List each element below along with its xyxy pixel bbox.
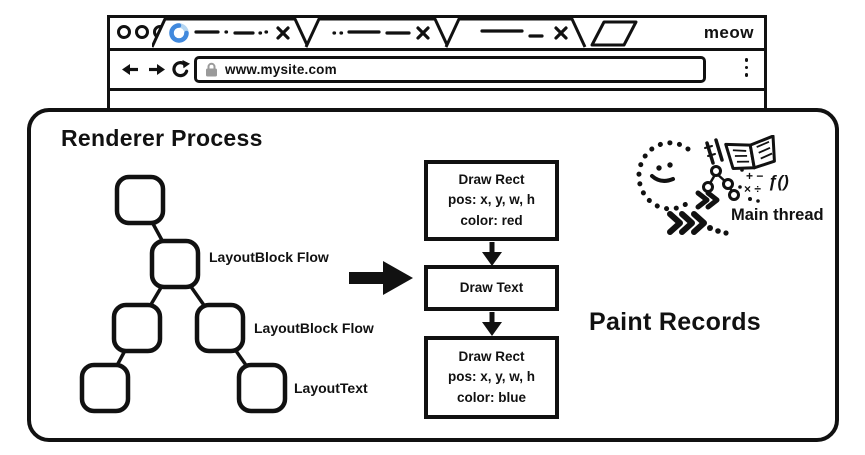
kebab-dot-icon [744, 58, 748, 62]
paint-record-line: color: red [460, 212, 523, 228]
tab-1[interactable] [152, 17, 310, 48]
smiley-face-icon [650, 162, 675, 183]
chevron-double-icon [695, 190, 720, 210]
tree-nodes [79, 174, 288, 414]
math-symbols-icon: × ÷ [744, 182, 761, 196]
math-symbols-icon: + − [746, 169, 763, 183]
tree-label-layouttext: LayoutText [294, 380, 368, 396]
tree-node [111, 302, 163, 354]
tab-title-scribble [332, 30, 411, 35]
tab-title-scribble [480, 29, 544, 38]
browser-window: meow [107, 15, 767, 117]
back-button[interactable] [122, 63, 139, 76]
browser-toolbar: www.mysite.com [110, 51, 764, 91]
paint-record-line: Draw Rect [458, 349, 525, 365]
scatter-dots [738, 168, 760, 203]
tree-edges [103, 199, 264, 390]
paint-record-line: Draw Rect [458, 172, 525, 188]
forward-button[interactable] [148, 63, 165, 76]
tab-close-icon[interactable] [276, 26, 290, 40]
kebab-menu-button[interactable] [744, 58, 748, 77]
main-thread-label: Main thread [731, 206, 824, 224]
tab-title-scribble [194, 30, 269, 35]
brand-text: meow [703, 23, 754, 42]
paint-records-title: Paint Records [589, 308, 762, 336]
paint-record-box-3: Draw Rect pos: x, y, w, h color: blue [424, 336, 559, 419]
book-icon [724, 135, 776, 170]
tab-3[interactable] [444, 17, 587, 48]
back-arrow-icon [122, 64, 138, 75]
kebab-dot-icon [744, 65, 748, 69]
renderer-process-box: Renderer Process LayoutBlock Flow Layout… [27, 108, 839, 442]
tab-close-icon[interactable] [416, 26, 430, 40]
url-text: www.mysite.com [225, 62, 337, 77]
tree-node [79, 362, 131, 414]
tree-label-layoutblock-1: LayoutBlock Flow [209, 249, 329, 265]
trail-dots [707, 225, 729, 236]
tabs [152, 17, 638, 48]
forward-arrow-icon [149, 64, 165, 75]
mini-tree-icon [702, 165, 740, 201]
window-button-icon[interactable] [117, 25, 131, 39]
kebab-dot-icon [744, 73, 748, 77]
tree-node [194, 302, 246, 354]
layout-tree [79, 174, 288, 414]
loading-spinner-icon [169, 23, 189, 43]
tree-label-layoutblock-2: LayoutBlock Flow [254, 320, 374, 336]
tab-close-icon[interactable] [554, 26, 568, 40]
main-thread-doodle: + − × ÷ ƒ() [636, 135, 789, 236]
paint-record-line: pos: x, y, w, h [447, 192, 535, 208]
down-arrow-icon [482, 312, 502, 336]
url-bar[interactable]: www.mysite.com [194, 56, 706, 83]
renderer-process-title: Renderer Process [61, 125, 263, 151]
paint-record-line: color: blue [456, 389, 526, 405]
dotted-circle-icon [636, 140, 695, 212]
down-arrow-icon [482, 242, 502, 266]
function-symbol-icon: ƒ() [768, 172, 789, 191]
new-tab-button[interactable] [590, 20, 638, 47]
reload-icon [172, 60, 190, 78]
tree-node [149, 238, 201, 290]
paint-record-line: pos: x, y, w, h [447, 369, 535, 385]
pencil-icon [704, 138, 724, 165]
flow-arrow-icon [349, 261, 413, 295]
paint-record-box-2: Draw Text [424, 265, 559, 311]
chevron-triple-icon [667, 211, 707, 235]
tab-strip: meow [110, 17, 764, 51]
tree-node [114, 174, 166, 226]
tree-node [236, 362, 288, 414]
window-button-icon[interactable] [135, 25, 149, 39]
paint-record-line: Draw Text [459, 279, 524, 295]
lock-icon [206, 62, 217, 77]
reload-button[interactable] [172, 60, 191, 79]
paint-record-box-1: Draw Rect pos: x, y, w, h color: red [424, 160, 559, 241]
